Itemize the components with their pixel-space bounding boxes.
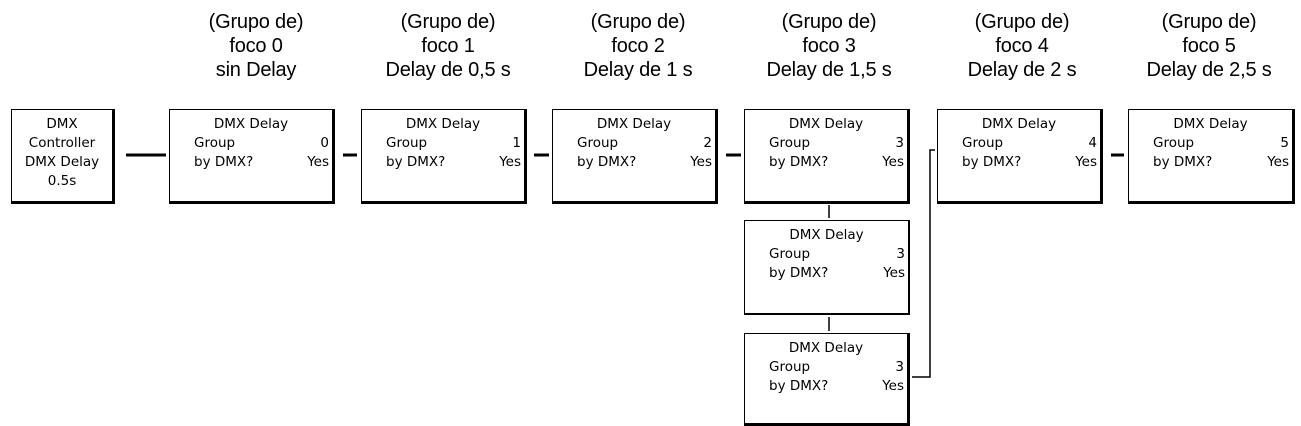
caption-line: (Grupo de) [974,11,1070,33]
caption-line: foco 0 [229,35,283,57]
caption-line: (Grupo de) [400,11,496,33]
fixture-title: DMX Delay [596,116,672,132]
group-value: 4 [1088,135,1097,151]
by-dmx-value: Yes [1075,154,1097,170]
fixture-group-0: DMX Delay Group 0 by DMX? Yes [169,109,335,204]
group-value: 3 [896,246,905,262]
fixture-group-4: DMX Delay Group 4 by DMX? Yes [937,109,1103,204]
fixture-title: DMX Delay [981,116,1057,132]
by-dmx-value: Yes [883,265,905,281]
by-dmx-value: Yes [499,154,521,170]
by-dmx-value: Yes [690,154,712,170]
caption-line: (Grupo de) [1161,11,1257,33]
caption-group-0: (Grupo de) foco 0 sin Delay [171,10,341,82]
caption-line: foco 2 [611,35,665,57]
fixture-title: DMX Delay [788,340,864,356]
group-label: Group [577,135,619,151]
fixture-title: DMX Delay [213,116,289,132]
controller-line: Controller [28,135,96,151]
fixture-group-5: DMX Delay Group 5 by DMX? Yes [1128,109,1295,204]
fixture-title: DMX Delay [1173,116,1248,132]
fixture-group-2: DMX Delay Group 2 by DMX? Yes [552,109,718,204]
by-dmx-label: by DMX? [386,154,446,170]
group-value: 5 [1280,135,1289,151]
caption-line: Delay de 1,5 s [766,59,892,81]
group-label: Group [769,135,811,151]
caption-group-5: (Grupo de) foco 5 Delay de 2,5 s [1124,10,1294,82]
caption-line: foco 5 [1182,35,1236,57]
caption-group-3: (Grupo de) foco 3 Delay de 1,5 s [744,10,914,82]
caption-line: foco 3 [802,35,856,57]
group-value: 3 [895,359,904,375]
fixture-group-1: DMX Delay Group 1 by DMX? Yes [361,109,527,204]
caption-line: foco 1 [421,35,475,57]
by-dmx-label: by DMX? [962,154,1022,170]
caption-line: sin Delay [215,59,297,81]
controller-line: 0.5s [47,173,77,189]
fixture-title: DMX Delay [405,116,481,132]
group-value: 0 [320,135,329,151]
by-dmx-label: by DMX? [194,154,254,170]
by-dmx-value: Yes [1267,154,1289,170]
caption-group-2: (Grupo de) foco 2 Delay de 1 s [553,10,723,82]
controller-line: DMX Delay [24,154,100,170]
fixture-title: DMX Delay [788,116,864,132]
group-value: 2 [703,135,712,151]
group-label: Group [194,135,236,151]
caption-line: (Grupo de) [590,11,686,33]
by-dmx-label: by DMX? [769,265,829,281]
fixture-group-3-a: DMX Delay Group 3 by DMX? Yes [744,109,910,204]
fixture-group-3-c: DMX Delay Group 3 by DMX? Yes [744,333,910,426]
fixture-group-3-b: DMX Delay Group 3 by DMX? Yes [744,220,910,315]
link-group3c-to-group4 [912,149,935,378]
caption-group-1: (Grupo de) foco 1 Delay de 0,5 s [363,10,533,82]
by-dmx-value: Yes [882,378,904,394]
group-label: Group [769,359,811,375]
caption-line: Delay de 0,5 s [385,59,511,81]
caption-line: Delay de 2 s [967,59,1077,81]
caption-group-4: (Grupo de) foco 4 Delay de 2 s [937,10,1107,82]
by-dmx-label: by DMX? [769,154,829,170]
group-value: 3 [895,135,904,151]
by-dmx-label: by DMX? [769,378,829,394]
by-dmx-label: by DMX? [577,154,637,170]
caption-line: Delay de 1 s [583,59,693,81]
by-dmx-value: Yes [882,154,904,170]
controller-line: DMX [46,116,78,132]
group-label: Group [769,246,811,262]
dmx-controller-box: DMX Controller DMX Delay 0.5s [11,109,115,204]
caption-line: foco 4 [995,35,1049,57]
group-label: Group [962,135,1004,151]
caption-line: Delay de 2,5 s [1146,59,1272,81]
group-label: Group [1153,135,1195,151]
by-dmx-value: Yes [307,154,329,170]
fixture-title: DMX Delay [789,227,864,243]
caption-line: (Grupo de) [208,11,304,33]
group-label: Group [386,135,428,151]
by-dmx-label: by DMX? [1153,154,1213,170]
caption-line: (Grupo de) [781,11,877,33]
group-value: 1 [512,135,521,151]
